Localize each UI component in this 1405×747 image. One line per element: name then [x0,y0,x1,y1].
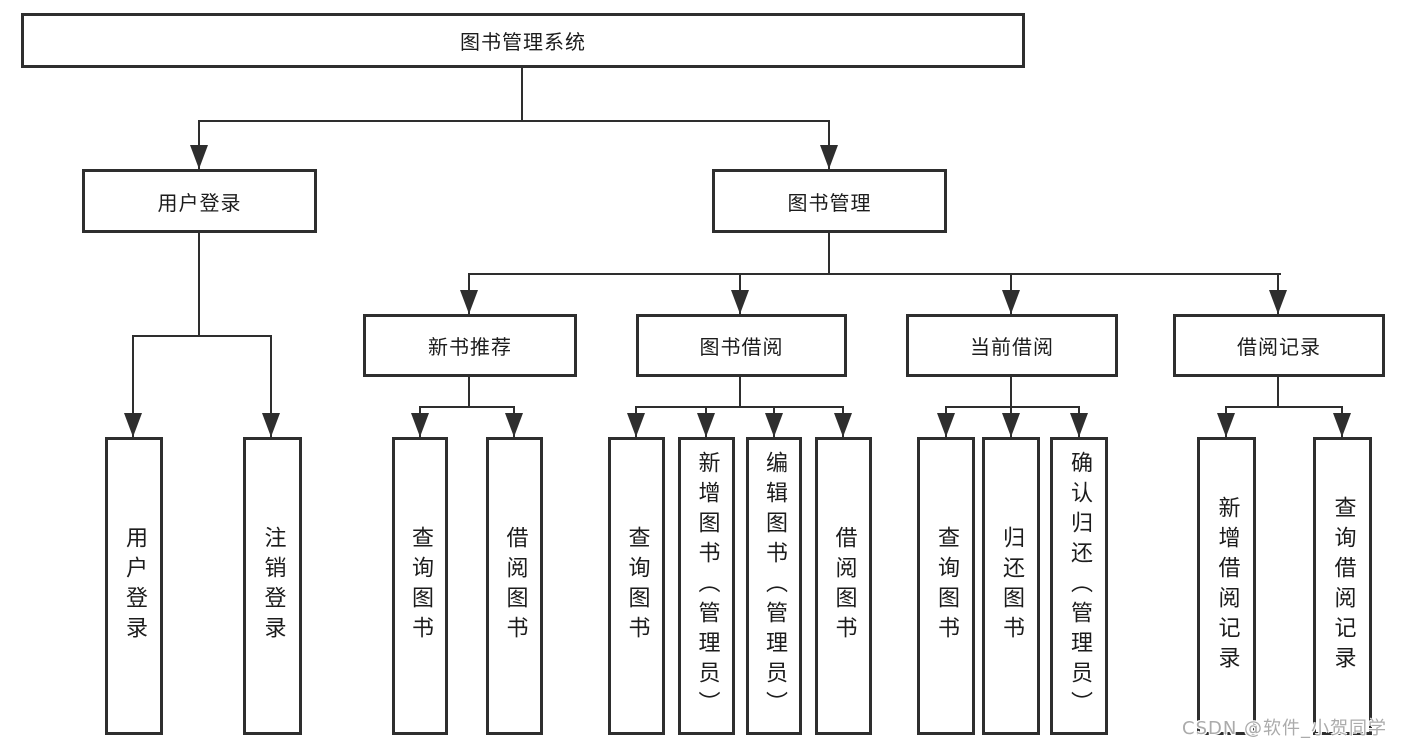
arrow-down-icon [1002,290,1020,314]
connector-line [132,335,134,437]
leaf-records-add-record: 新增借阅记录 [1197,437,1256,735]
arrow-down-icon [731,290,749,314]
arrow-down-icon [1070,413,1088,437]
connector-line [739,377,741,406]
arrow-down-icon [1217,413,1235,437]
arrow-down-icon [1269,290,1287,314]
leaf-borrowing-add-books-admin: 新增图书（管理员） [678,437,735,735]
node-current-borrowing: 当前借阅 [906,314,1118,377]
node-book-management: 图书管理 [712,169,947,233]
connector-line [521,68,523,120]
connector-line [198,233,200,335]
connector-line [468,377,470,406]
connector-line [1010,377,1012,406]
arrow-down-icon [820,145,838,169]
connector-line [828,233,830,273]
connector-line [468,273,1281,275]
node-book-borrowing: 图书借阅 [636,314,847,377]
connector-line [635,406,844,408]
node-user-login: 用户登录 [82,169,317,233]
leaf-borrowing-borrow-books: 借阅图书 [815,437,872,735]
node-new-book-recommend: 新书推荐 [363,314,577,377]
leaf-newbooks-query-books: 查询图书 [392,437,448,735]
connector-line [198,120,830,122]
arrow-down-icon [937,413,955,437]
leaf-user-login: 用户登录 [105,437,163,735]
leaf-borrowing-edit-books-admin: 编辑图书（管理员） [746,437,802,735]
connector-line [828,120,830,169]
arrow-down-icon [190,145,208,169]
node-borrow-records: 借阅记录 [1173,314,1385,377]
arrow-down-icon [460,290,478,314]
node-library-management-system: 图书管理系统 [21,13,1025,68]
leaf-logout-login: 注销登录 [243,437,302,735]
connector-line [945,406,1080,408]
leaf-borrowing-query-books: 查询图书 [608,437,665,735]
leaf-current-return-books: 归还图书 [982,437,1040,735]
arrow-down-icon [505,413,523,437]
arrow-down-icon [124,413,142,437]
leaf-records-query-record: 查询借阅记录 [1313,437,1372,735]
arrow-down-icon [1333,413,1351,437]
arrow-down-icon [411,413,429,437]
leaf-current-confirm-return-admin: 确认归还（管理员） [1050,437,1108,735]
arrow-down-icon [834,413,852,437]
leaf-newbooks-borrow-books: 借阅图书 [486,437,543,735]
connector-line [270,335,272,437]
arrow-down-icon [627,413,645,437]
arrow-down-icon [1002,413,1020,437]
leaf-current-query-books: 查询图书 [917,437,975,735]
arrow-down-icon [262,413,280,437]
connector-line [1225,406,1343,408]
arrow-down-icon [697,413,715,437]
csdn-watermark: CSDN @软件_小贺同学 [1182,718,1388,739]
connector-line [132,335,272,337]
arrow-down-icon [765,413,783,437]
connector-line [419,406,515,408]
connector-line [1277,377,1279,406]
connector-line [198,120,200,169]
